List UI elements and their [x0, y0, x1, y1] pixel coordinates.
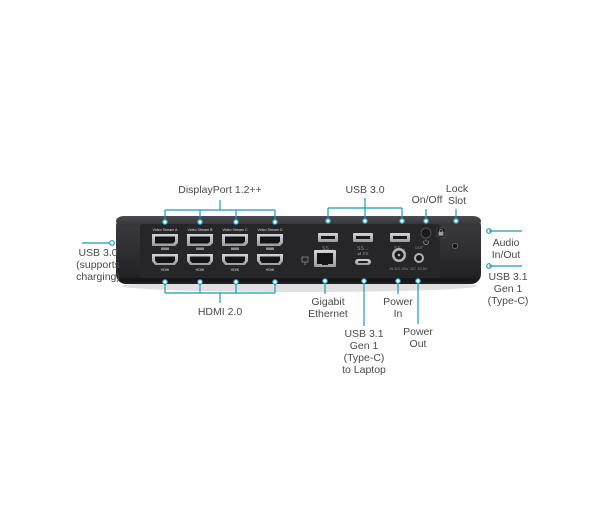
callout-dot — [162, 219, 168, 225]
callout-lines — [82, 198, 522, 326]
callout-dot — [395, 278, 401, 284]
ethernet-icon — [301, 256, 309, 265]
hdmi-icon: HDMI — [266, 268, 275, 272]
callout-dot — [233, 279, 239, 285]
callout-dot — [453, 218, 459, 224]
power-in-port: IN DC 20V — [389, 248, 409, 271]
displayport-label: DisplayPort 1.2++ — [178, 184, 262, 196]
hdmi-icon: HDMI — [231, 268, 240, 272]
hdmi-ports: HDMI HDMI HDMI HDMI — [152, 254, 283, 272]
callout-dot — [322, 278, 328, 284]
hdmi-port — [257, 254, 283, 265]
usb-c-laptop-port: ⇄ SS — [355, 251, 371, 265]
stream-label: Video Stream B — [187, 228, 213, 232]
displayport-ports: Video Stream A Video Stream B Video Stream… — [152, 228, 283, 250]
onoff-label: On/Off — [411, 194, 443, 206]
stream-label: Video Stream D — [257, 228, 283, 232]
lock-icon — [438, 228, 444, 236]
hdmi-port — [222, 254, 248, 265]
displayport-icon — [196, 247, 204, 250]
callout-dot — [272, 279, 278, 285]
callout-dot — [272, 219, 278, 225]
dc-out-text: DC 19.5V — [410, 266, 428, 271]
audio-jack — [452, 243, 458, 249]
usb-port-2 — [353, 233, 373, 242]
dc-in-text: IN DC 20V — [389, 266, 408, 271]
callout-dot — [325, 218, 331, 224]
callout-dot — [109, 240, 115, 246]
usb-superspeed-icon: SS→ — [357, 246, 369, 252]
displayport-icon — [161, 247, 169, 250]
hdmi-icon: HDMI — [196, 268, 205, 272]
hdmi-port — [152, 254, 178, 265]
usb-c-icon: ⇄ SS — [357, 251, 368, 256]
displayport-port — [222, 234, 248, 250]
hdmi-port — [187, 254, 213, 265]
callout-dot — [362, 218, 368, 224]
displayport-port — [257, 234, 283, 250]
displayport-port — [152, 234, 178, 250]
callout-dot — [399, 218, 405, 224]
dock-body — [116, 216, 481, 284]
usb30-top-label: USB 3.0 — [345, 184, 385, 196]
displayport-icon — [231, 247, 239, 250]
power-icon — [423, 239, 429, 245]
stream-label: Video Stream A — [153, 228, 179, 232]
callout-dot — [361, 278, 367, 284]
usb-superspeed-icon: SS→ — [322, 246, 334, 252]
power-out-port: OUT DC 19.5V — [410, 245, 428, 271]
callout-dot — [415, 278, 421, 284]
callout-dot — [423, 218, 429, 224]
displayport-icon — [266, 247, 274, 250]
hdmi-icon: HDMI — [161, 268, 170, 272]
lock-slot — [436, 227, 446, 238]
usb-port-3 — [390, 233, 410, 242]
callout-dot — [162, 279, 168, 285]
callout-dot — [197, 219, 203, 225]
out-text: OUT — [415, 245, 424, 250]
power-button — [420, 227, 432, 245]
ethernet-port — [301, 250, 336, 267]
hdmi-label: HDMI 2.0 — [197, 306, 243, 318]
displayport-port — [187, 234, 213, 250]
callout-dot — [233, 219, 239, 225]
usb-port-1 — [318, 233, 338, 242]
stream-label: Video Stream C — [222, 228, 248, 232]
callout-dot — [197, 279, 203, 285]
